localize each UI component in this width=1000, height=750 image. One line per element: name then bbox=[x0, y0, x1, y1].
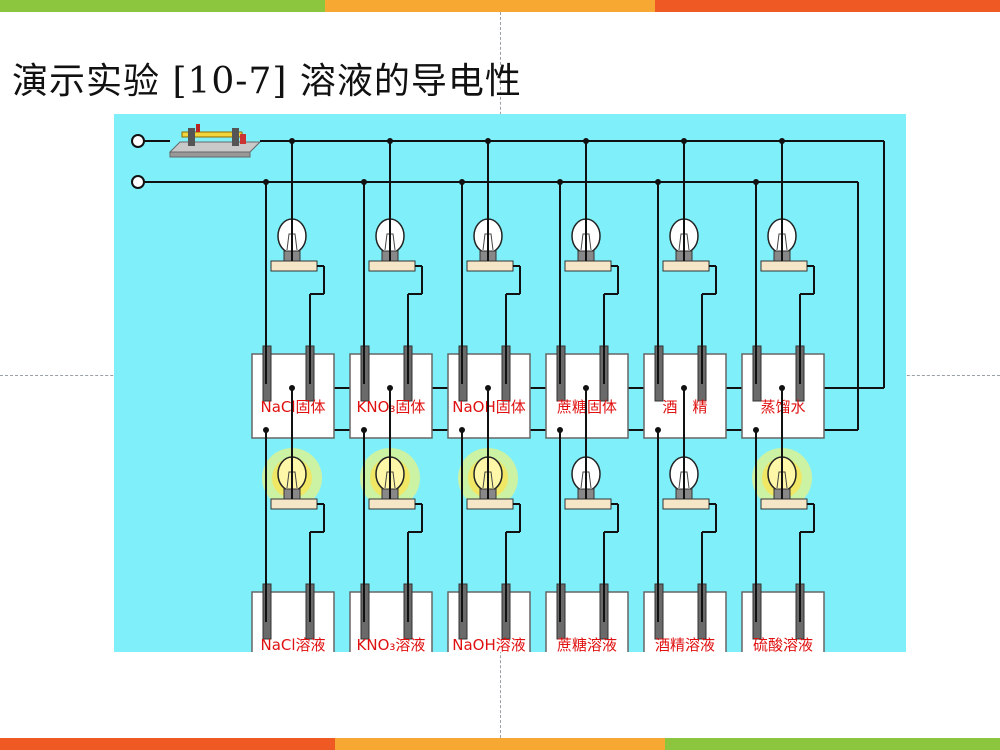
row2-label-6: 硫酸溶液 bbox=[753, 636, 813, 652]
switch-base-front bbox=[169, 151, 251, 158]
row2-label-4: 蔗糖溶液 bbox=[557, 636, 617, 652]
bulb-base bbox=[466, 498, 514, 510]
terminal-positive bbox=[131, 134, 145, 148]
switch-post-left bbox=[188, 128, 195, 146]
switch-handle bbox=[196, 124, 200, 132]
junction-dot bbox=[655, 427, 661, 433]
switch-post-right bbox=[232, 128, 239, 146]
junction-dot bbox=[289, 138, 295, 144]
bulb-base bbox=[760, 498, 808, 510]
row2-label-3: NaOH溶液 bbox=[452, 636, 526, 652]
bulb-base bbox=[368, 260, 416, 272]
junction-dot bbox=[459, 179, 465, 185]
junction-dot bbox=[387, 385, 393, 391]
top-accent-bar bbox=[0, 0, 1000, 12]
junction-dot bbox=[753, 179, 759, 185]
bulb-base bbox=[662, 260, 710, 272]
bulb-base bbox=[270, 260, 318, 272]
row2-label-5: 酒精溶液 bbox=[655, 636, 715, 652]
junction-dot bbox=[485, 138, 491, 144]
junction-dot bbox=[681, 138, 687, 144]
bulb-base bbox=[662, 498, 710, 510]
bulb-base bbox=[760, 260, 808, 272]
junction-dot bbox=[361, 427, 367, 433]
junction-dot bbox=[459, 427, 465, 433]
bulb-base bbox=[368, 498, 416, 510]
junction-dot bbox=[485, 385, 491, 391]
bulb-base bbox=[270, 498, 318, 510]
junction-dot bbox=[583, 138, 589, 144]
switch-clip bbox=[240, 134, 246, 144]
slide-title: 演示实验 [10-7] 溶液的导电性 bbox=[12, 61, 522, 102]
junction-dot bbox=[779, 385, 785, 391]
junction-dot bbox=[263, 179, 269, 185]
bulb-base bbox=[564, 498, 612, 510]
bulb-base bbox=[466, 260, 514, 272]
circuit-svg: NaCl固体KNO₃固体NaOH固体蔗糖固体酒 精蒸馏水NaCl溶液KNO₃溶液… bbox=[131, 124, 885, 652]
junction-dot bbox=[263, 427, 269, 433]
junction-dot bbox=[289, 385, 295, 391]
row2-label-2: KNO₃溶液 bbox=[357, 636, 426, 652]
junction-dot bbox=[753, 427, 759, 433]
junction-dot bbox=[557, 179, 563, 185]
circuit-diagram: NaCl固体KNO₃固体NaOH固体蔗糖固体酒 精蒸馏水NaCl溶液KNO₃溶液… bbox=[114, 114, 906, 652]
knife-switch bbox=[168, 124, 262, 158]
row2-label-1: NaCl溶液 bbox=[260, 636, 325, 652]
bottom-accent-bar bbox=[0, 738, 1000, 750]
bulb-base bbox=[564, 260, 612, 272]
junction-dot bbox=[655, 179, 661, 185]
terminal-negative bbox=[131, 175, 145, 189]
switch-base-top bbox=[168, 141, 262, 153]
junction-dot bbox=[583, 385, 589, 391]
junction-dot bbox=[779, 138, 785, 144]
junction-dot bbox=[387, 138, 393, 144]
junction-dot bbox=[557, 427, 563, 433]
junction-dot bbox=[681, 385, 687, 391]
junction-dot bbox=[361, 179, 367, 185]
